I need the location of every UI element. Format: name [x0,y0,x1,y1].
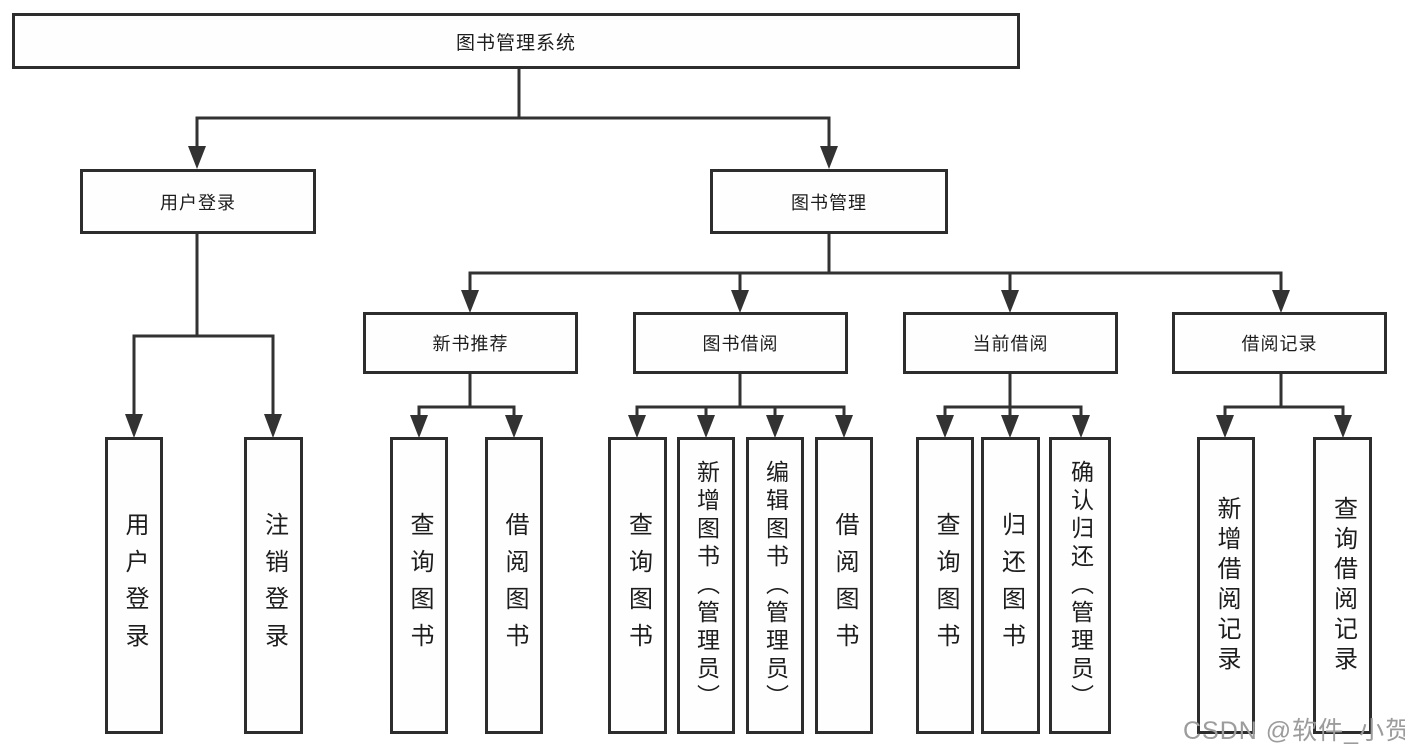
node-book-management-label: 图书管理 [791,192,867,213]
node-new-book-recommend-label: 新书推荐 [432,334,509,354]
leaf-cb-confirm-return-admin-label: 确认归还（管理员） [1067,459,1094,712]
leaf-logout: 注销登录 [244,437,303,734]
leaf-br-query-record: 查询借阅记录 [1313,437,1372,734]
node-book-borrow: 图书借阅 [633,312,848,374]
node-system-root-label: 图书管理系统 [455,32,576,54]
leaf-bb-edit-books-admin-label: 编辑图书（管理员） [762,459,789,712]
node-book-management: 图书管理 [710,169,948,234]
leaf-br-query-record-label: 查询借阅记录 [1329,495,1357,676]
leaf-cb-return-books-label: 归还图书 [997,511,1025,660]
node-new-book-recommend: 新书推荐 [363,312,578,374]
node-borrow-records-label: 借阅记录 [1241,334,1318,354]
leaf-user-login-label: 用户登录 [121,511,148,660]
leaf-bb-add-books-admin-label: 新增图书（管理员） [693,459,720,712]
leaf-cb-return-books: 归还图书 [981,437,1040,734]
leaf-bb-query-books-label: 查询图书 [624,511,652,660]
node-borrow-records: 借阅记录 [1172,312,1387,374]
leaf-br-add-record-label: 新增借阅记录 [1213,495,1240,676]
node-book-borrow-label: 图书借阅 [702,334,779,354]
node-user-login-label: 用户登录 [160,192,236,213]
leaf-bb-query-books: 查询图书 [608,437,667,734]
leaf-logout-label: 注销登录 [260,511,288,660]
leaf-bb-add-books-admin: 新增图书（管理员） [677,437,735,734]
leaf-user-login: 用户登录 [105,437,163,734]
leaf-bb-borrow-books-label: 借阅图书 [831,511,858,660]
leaf-nbr-query-books: 查询图书 [390,437,448,734]
leaf-nbr-borrow-books-label: 借阅图书 [501,511,528,660]
node-user-login: 用户登录 [80,169,316,234]
leaf-bb-edit-books-admin: 编辑图书（管理员） [746,437,804,734]
leaf-nbr-borrow-books: 借阅图书 [485,437,543,734]
leaf-br-add-record: 新增借阅记录 [1197,437,1255,734]
node-current-borrow: 当前借阅 [903,312,1118,374]
leaf-nbr-query-books-label: 查询图书 [406,511,433,660]
node-current-borrow-label: 当前借阅 [972,334,1049,354]
leaf-bb-borrow-books: 借阅图书 [815,437,873,734]
node-system-root: 图书管理系统 [12,13,1020,69]
leaf-cb-query-books-label: 查询图书 [932,511,959,660]
leaf-cb-confirm-return-admin: 确认归还（管理员） [1049,437,1111,734]
csdn-watermark: CSDN @软件_小贺同学 [1183,717,1405,745]
leaf-cb-query-books: 查询图书 [916,437,974,734]
